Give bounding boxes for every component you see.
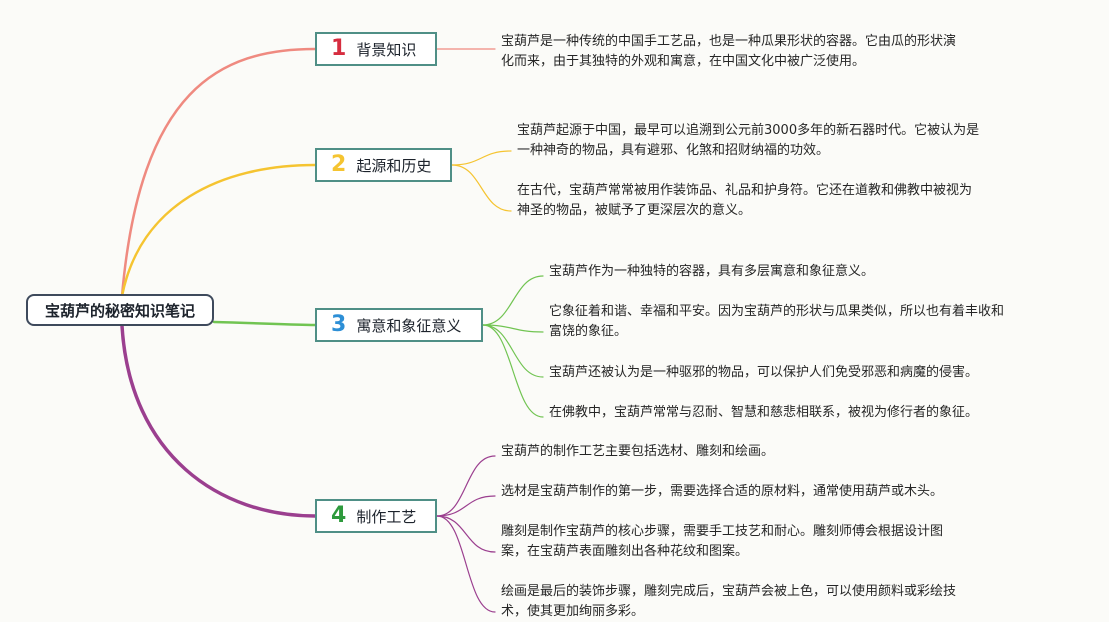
note-line: 化而来，由于其独特的外观和寓意，在中国文化中被广泛使用。 <box>501 54 866 69</box>
note-3-2: 它象征着和谐、幸福和平安。因为宝葫芦的形状与瓜果类似，所以也有着丰收和富饶的象征… <box>549 302 1004 342</box>
topic-3[interactable]: 3 寓意和象征意义 <box>315 308 483 342</box>
note-3-1: 宝葫芦作为一种独特的容器，具有多层寓意和象征意义。 <box>549 262 874 282</box>
note-connector-4-1 <box>436 455 496 517</box>
branch-line-2 <box>120 163 317 298</box>
note-connector-4-3 <box>436 515 496 553</box>
note-connector-3-3 <box>482 324 544 378</box>
topic-number: 2 <box>331 152 347 177</box>
note-1-1: 宝葫芦是一种传统的中国手工艺品，也是一种瓜果形状的容器。它由瓜的形状演化而来，由… <box>501 32 956 72</box>
note-connector-3-4 <box>482 324 544 418</box>
topic-label: 制作工艺 <box>356 507 417 526</box>
topic-label: 背景知识 <box>356 40 417 59</box>
note-line: 雕刻是制作宝葫芦的核心步骤，需要手工技艺和耐心。雕刻师傅会根据设计图 <box>501 524 944 539</box>
note-line: 在佛教中，宝葫芦常常与忍耐、智慧和慈悲相联系，被视为修行者的象征。 <box>549 405 979 420</box>
note-connector-2-2 <box>451 164 512 212</box>
note-3-4: 在佛教中，宝葫芦常常与忍耐、智慧和慈悲相联系，被视为修行者的象征。 <box>549 403 978 423</box>
topic-number: 1 <box>331 36 347 61</box>
note-line: 一种神奇的物品，具有避邪、化煞和招财纳福的功效。 <box>517 143 830 158</box>
note-line: 宝葫芦起源于中国，最早可以追溯到公元前3000多年的新石器时代。它被认为是 <box>517 123 980 138</box>
note-3-3: 宝葫芦还被认为是一种驱邪的物品，可以保护人们免受邪恶和病魔的侵害。 <box>549 363 978 383</box>
branch-line-4 <box>120 324 317 518</box>
note-line: 案，在宝葫芦表面雕刻出各种花纹和图案。 <box>501 544 749 559</box>
note-line: 在古代，宝葫芦常常被用作装饰品、礼品和护身符。它还在道教和佛教中被视为 <box>517 183 973 198</box>
note-2-1: 宝葫芦起源于中国，最早可以追溯到公元前3000多年的新石器时代。它被认为是一种神… <box>517 121 979 161</box>
note-line: 宝葫芦的制作工艺主要包括选材、雕刻和绘画。 <box>501 444 775 459</box>
note-line: 宝葫芦还被认为是一种驱邪的物品，可以保护人们免受邪恶和病魔的侵害。 <box>549 365 979 380</box>
note-line: 神圣的物品，被赋予了更深层次的意义。 <box>517 203 752 218</box>
branch-line-1 <box>120 47 317 298</box>
note-connector-3-1 <box>482 275 544 326</box>
note-line: 它象征着和谐、幸福和平安。因为宝葫芦的形状与瓜果类似，所以也有着丰收和 <box>549 304 1005 319</box>
topic-2[interactable]: 2 起源和历史 <box>315 148 452 182</box>
note-connector-4-4 <box>436 515 496 613</box>
topic-number: 3 <box>331 312 347 337</box>
root-topic[interactable]: 宝葫芦的秘密知识笔记 <box>26 294 214 326</box>
topic-label: 寓意和象征意义 <box>356 316 462 335</box>
branch-line-3 <box>212 320 317 327</box>
note-4-3: 雕刻是制作宝葫芦的核心步骤，需要手工技艺和耐心。雕刻师傅会根据设计图案，在宝葫芦… <box>501 522 943 562</box>
note-connector-2-1 <box>451 150 512 166</box>
topic-number: 4 <box>331 503 347 528</box>
note-connector-4-2 <box>436 495 496 517</box>
note-4-1: 宝葫芦的制作工艺主要包括选材、雕刻和绘画。 <box>501 442 774 462</box>
note-line: 宝葫芦作为一种独特的容器，具有多层寓意和象征意义。 <box>549 264 875 279</box>
topic-1[interactable]: 1 背景知识 <box>315 32 437 66</box>
note-4-2: 选材是宝葫芦制作的第一步，需要选择合适的原材料，通常使用葫芦或木头。 <box>501 482 943 502</box>
root-topic-label: 宝葫芦的秘密知识笔记 <box>44 301 195 320</box>
note-2-2: 在古代，宝葫芦常常被用作装饰品、礼品和护身符。它还在道教和佛教中被视为神圣的物品… <box>517 181 972 221</box>
note-connector-3-2 <box>482 324 544 333</box>
note-4-4: 绘画是最后的装饰步骤，雕刻完成后，宝葫芦会被上色，可以使用颜料或彩绘技术，使其更… <box>501 582 956 622</box>
note-line: 富饶的象征。 <box>549 324 628 339</box>
note-line: 术，使其更加绚丽多彩。 <box>501 604 645 619</box>
topic-label: 起源和历史 <box>356 156 432 175</box>
note-line: 选材是宝葫芦制作的第一步，需要选择合适的原材料，通常使用葫芦或木头。 <box>501 484 944 499</box>
note-line: 宝葫芦是一种传统的中国手工艺品，也是一种瓜果形状的容器。它由瓜的形状演 <box>501 34 957 49</box>
note-line: 绘画是最后的装饰步骤，雕刻完成后，宝葫芦会被上色，可以使用颜料或彩绘技 <box>501 584 957 599</box>
topic-4[interactable]: 4 制作工艺 <box>315 499 437 533</box>
